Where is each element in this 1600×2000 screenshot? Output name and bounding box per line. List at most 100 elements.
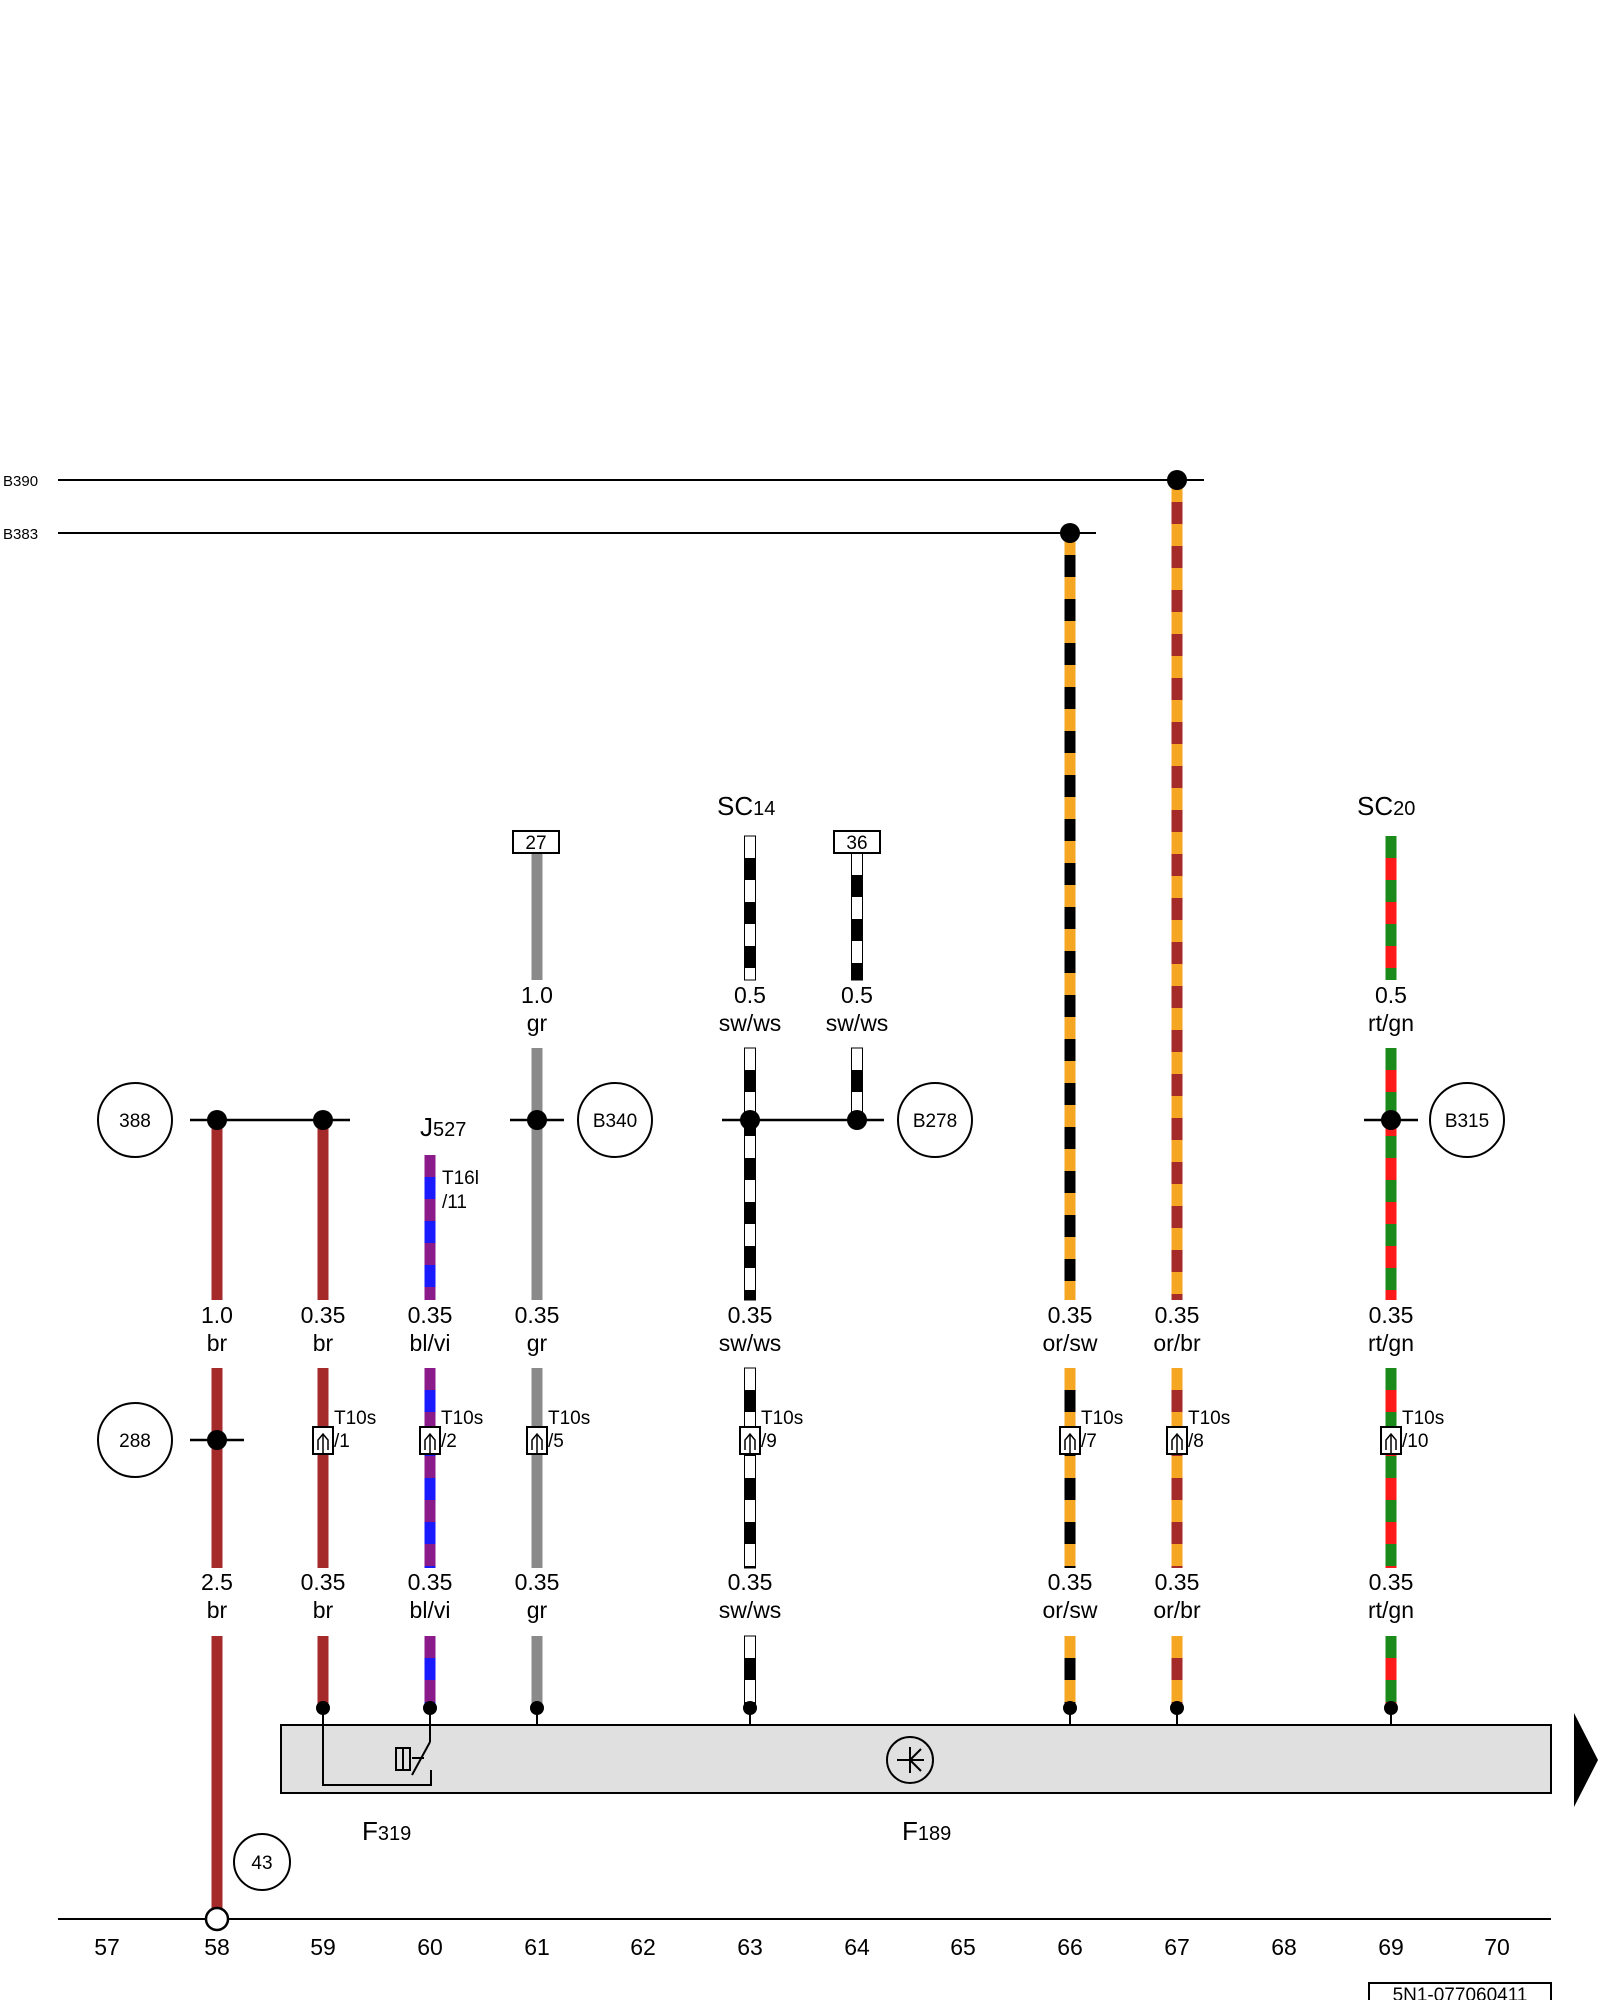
wire-color-label: or/sw (1043, 1330, 1098, 1356)
column-number: 67 (1164, 1934, 1190, 1960)
wire-66-b (1064, 1368, 1076, 1568)
wire-size-label: 1.0 (521, 982, 553, 1008)
connector-pin: /10 (1402, 1431, 1428, 1452)
wire-size-label: 0.35 (1155, 1569, 1200, 1595)
wire-66-a (1064, 533, 1076, 1300)
wire-67-a (1171, 480, 1183, 1300)
continuation-arrow-icon[interactable] (1574, 1713, 1598, 1807)
wire-color-label: gr (527, 1597, 548, 1623)
connector-c61[interactable]: T10s/5 (526, 1408, 590, 1455)
wire-color-label: or/sw (1043, 1597, 1098, 1623)
connector-name: T10s (441, 1408, 483, 1429)
ref-circle-43[interactable]: 43 (233, 1833, 291, 1891)
connector-name: T10s (761, 1408, 803, 1429)
ref-circle-288[interactable]: 288 (97, 1402, 173, 1478)
wire-63-d (744, 1635, 756, 1709)
column-number: 62 (630, 1934, 656, 1960)
connector-c59[interactable]: T10s/1 (312, 1408, 376, 1455)
wire-color-label: rt/gn (1368, 1010, 1414, 1036)
component-label-f319: F319 (362, 1816, 411, 1846)
connector-c69[interactable]: T10s/10 (1380, 1408, 1444, 1455)
connector-c67[interactable]: T10s/8 (1166, 1408, 1230, 1455)
connector-label-t16l: T16l (442, 1168, 479, 1189)
connector-c60[interactable]: T10s/2 (419, 1408, 483, 1455)
pin-dot (530, 1701, 544, 1715)
wire-size-label: 0.35 (1369, 1569, 1414, 1595)
wire-61-a (531, 853, 543, 980)
column-number: 64 (844, 1934, 870, 1960)
wire-size-label: 0.35 (1048, 1569, 1093, 1595)
connector-pin: /7 (1081, 1431, 1097, 1452)
bus-label-b383: B383 (3, 526, 38, 543)
wire-69-a (1385, 836, 1397, 980)
wire-59-a (317, 1120, 329, 1300)
junction-dot-b278-b (847, 1110, 867, 1130)
column-number: 63 (737, 1934, 763, 1960)
ref-circle-b340-label: B340 (593, 1111, 637, 1132)
wire-61-c (531, 1368, 543, 1568)
junction-dot-b383 (1060, 523, 1080, 543)
connector-name: T10s (1188, 1408, 1230, 1429)
wire-color-label: br (313, 1597, 334, 1623)
connector-pin: /5 (548, 1431, 564, 1452)
wire-color-label: bl/vi (410, 1597, 451, 1623)
ref-circle-b278[interactable]: B278 (897, 1082, 973, 1158)
ref-box-27[interactable]: 27 (512, 830, 560, 854)
junction-dot-b390 (1167, 470, 1187, 490)
ref-circle-288-label: 288 (119, 1431, 151, 1452)
t10s-connectors: T10s/1T10s/2T10s/5T10s/9T10s/7T10s/8T10s… (312, 1408, 1444, 1455)
pin-dot (1384, 1701, 1398, 1715)
ref-circle-b315[interactable]: B315 (1429, 1082, 1505, 1158)
wire-66-c (1064, 1636, 1076, 1708)
ref-circle-b340[interactable]: B340 (577, 1082, 653, 1158)
wire-size-label: 0.35 (408, 1302, 453, 1328)
wire-69-d (1385, 1636, 1397, 1708)
wire-size-label: 0.5 (841, 982, 873, 1008)
ref-circle-388[interactable]: 388 (97, 1082, 173, 1158)
connector-c66[interactable]: T10s/7 (1059, 1408, 1123, 1455)
column-number: 66 (1057, 1934, 1083, 1960)
wire-64-b (851, 1047, 863, 1121)
wire-color-label: gr (527, 1010, 548, 1036)
wire-size-label: 1.0 (201, 1302, 233, 1328)
connector-pin: /2 (441, 1431, 457, 1452)
connector-pin: /1 (334, 1431, 350, 1452)
wire-69-b (1385, 1048, 1397, 1300)
wire-59-c (317, 1636, 329, 1708)
wire-60-c (424, 1636, 436, 1708)
wire-size-label: 0.35 (515, 1569, 560, 1595)
wire-67-b (1171, 1368, 1183, 1568)
junction-dot-b340 (527, 1110, 547, 1130)
connector-label-t16l-pin: /11 (442, 1192, 467, 1213)
ref-circle-b315-label: B315 (1445, 1111, 1489, 1132)
wire-labels: 1.0gr0.5sw/ws0.5sw/ws0.5rt/gn1.0br0.35br… (201, 982, 1414, 1623)
wire-69-c (1385, 1368, 1397, 1568)
fuse-label-sc20: SC20 (1357, 791, 1415, 821)
connector-c63[interactable]: T10s/9 (739, 1408, 803, 1455)
ref-box-36-label: 36 (846, 833, 867, 854)
wire-size-label: 0.35 (1369, 1302, 1414, 1328)
wire-size-label: 0.35 (301, 1569, 346, 1595)
wire-61-d (531, 1636, 543, 1708)
wire-color-label: br (313, 1330, 334, 1356)
wire-color-label: br (207, 1330, 228, 1356)
junction-dot-b315 (1381, 1110, 1401, 1130)
column-number: 58 (204, 1934, 230, 1960)
column-number: 61 (524, 1934, 550, 1960)
junction-dot-388-b (313, 1110, 333, 1130)
wire-size-label: 0.5 (734, 982, 766, 1008)
ref-circle-b278-label: B278 (913, 1111, 957, 1132)
wire-color-label: bl/vi (410, 1330, 451, 1356)
fuse-label-sc14: SC14 (717, 791, 775, 821)
ref-box-36[interactable]: 36 (833, 830, 881, 854)
wire-59-b (317, 1368, 329, 1568)
wire-58-b (211, 1368, 223, 1568)
column-number: 60 (417, 1934, 443, 1960)
wire-size-label: 0.35 (728, 1569, 773, 1595)
pin-dot (1063, 1701, 1077, 1715)
component-label-j527: J527 (420, 1112, 466, 1142)
wire-color-label: sw/ws (719, 1010, 782, 1036)
component-pins (316, 1701, 1398, 1725)
wire-size-label: 0.35 (728, 1302, 773, 1328)
wire-color-label: sw/ws (826, 1010, 889, 1036)
